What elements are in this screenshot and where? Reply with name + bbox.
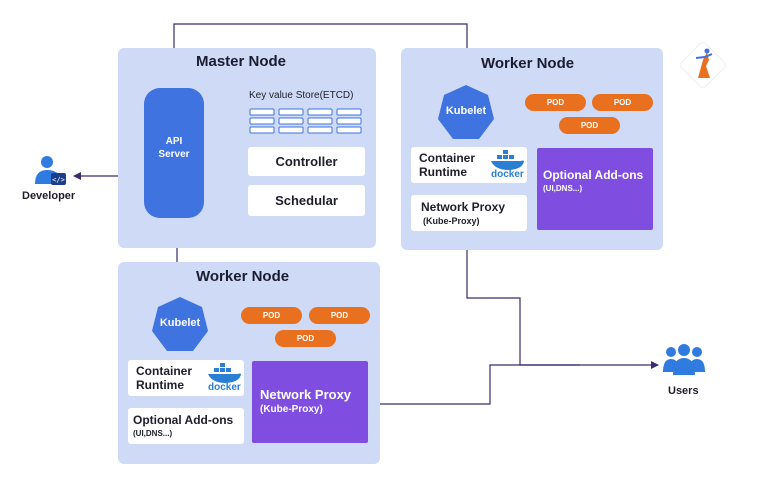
scheduler-box: Schedular xyxy=(248,185,365,216)
container-runtime-top-label-2: Runtime xyxy=(419,165,467,179)
optional-addons-bottom-sub: (UI,DNS...) xyxy=(133,429,173,438)
pod-label: POD xyxy=(546,98,565,107)
scheduler-label: Schedular xyxy=(275,193,338,208)
network-proxy-top: Network Proxy (Kube-Proxy) xyxy=(411,195,527,231)
docker-whale-icon xyxy=(208,363,241,383)
api-server-label-1: API xyxy=(165,136,183,147)
master-node-title: Master Node xyxy=(196,53,287,70)
container-runtime-top: Container Runtime docker xyxy=(411,147,527,183)
pod-top-3: POD xyxy=(559,117,620,134)
docker-text: docker xyxy=(491,169,524,180)
docker-text: docker xyxy=(208,382,241,393)
users-icon xyxy=(663,344,705,375)
network-proxy-top-title: Network Proxy xyxy=(421,200,506,214)
optional-addons-top-sub: (UI,DNS...) xyxy=(543,184,583,193)
etcd-label: Key value Store(ETCD) xyxy=(249,90,354,101)
kubelet-top-hexagon-icon xyxy=(438,85,494,139)
developer-label: Developer xyxy=(22,190,76,202)
kubelet-bottom: Kubelet xyxy=(151,296,209,354)
kubelet-bottom-label: Kubelet xyxy=(159,317,201,329)
network-proxy-bottom: Network Proxy (Kube-Proxy) xyxy=(252,361,368,443)
network-proxy-bottom-title: Network Proxy xyxy=(260,387,352,402)
network-proxy-top-sub: (Kube-Proxy) xyxy=(423,216,480,226)
container-runtime-top-label-1: Container xyxy=(419,151,476,165)
pod-label: POD xyxy=(330,311,349,320)
controller-label: Controller xyxy=(275,154,338,169)
container-runtime-bottom-label-1: Container xyxy=(136,364,193,378)
worker-node-bottom-title: Worker Node xyxy=(196,268,290,285)
api-server: API Server xyxy=(144,88,204,218)
users-to-bottom-proxy-line xyxy=(371,364,520,408)
optional-addons-top: Optional Add-ons (UI,DNS...) xyxy=(537,148,653,230)
pod-label: POD xyxy=(296,334,315,343)
container-runtime-bottom: Container Runtime docker xyxy=(128,360,244,396)
kubelet-bottom-hexagon-icon xyxy=(152,297,208,351)
docker-whale-icon xyxy=(491,150,524,170)
network-proxy-bottom-sub: (Kube-Proxy) xyxy=(260,404,323,415)
pod-label: POD xyxy=(262,311,281,320)
etcd-store-icon xyxy=(249,108,362,134)
optional-addons-bottom-title: Optional Add-ons xyxy=(133,413,234,427)
container-runtime-bottom-label-2: Runtime xyxy=(136,378,184,392)
kubelet-top: Kubelet xyxy=(437,84,495,142)
pod-label: POD xyxy=(613,98,632,107)
pod-top-1: POD xyxy=(525,94,586,111)
users-to-top-proxy-line xyxy=(463,235,580,366)
kubelet-top-label: Kubelet xyxy=(445,105,487,117)
optional-addons-bottom: Optional Add-ons (UI,DNS...) xyxy=(128,408,244,444)
worker-node-top-title: Worker Node xyxy=(481,55,575,72)
developer-icon: </> xyxy=(35,156,66,185)
optional-addons-top-title: Optional Add-ons xyxy=(543,168,644,182)
pod-bottom-3: POD xyxy=(275,330,336,347)
brand-logo-icon xyxy=(680,42,726,88)
pod-bottom-1: POD xyxy=(241,307,302,324)
pod-label: POD xyxy=(580,121,599,130)
pod-top-2: POD xyxy=(592,94,653,111)
api-server-label-2: Server xyxy=(158,149,190,160)
controller-box: Controller xyxy=(248,147,365,176)
users-label: Users xyxy=(668,385,699,397)
pod-bottom-2: POD xyxy=(309,307,370,324)
svg-text:</>: </> xyxy=(52,176,65,184)
